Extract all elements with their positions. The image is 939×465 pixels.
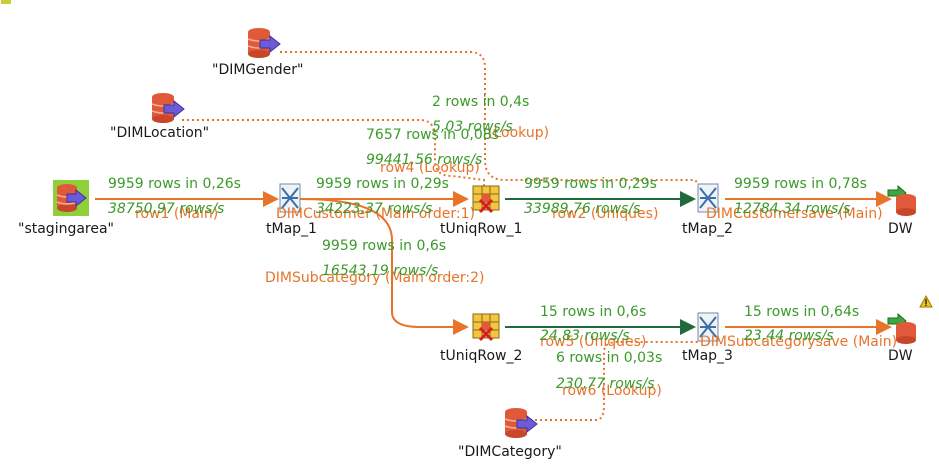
component-label-dimgender[interactable]: "DIMGender": [212, 62, 304, 78]
link-stats-rows: 15 rows in 0,64s: [744, 304, 860, 320]
tmap-icon[interactable]: [279, 183, 301, 213]
database-input-icon[interactable]: [151, 93, 185, 123]
tmap-icon[interactable]: [697, 312, 719, 342]
database-input-icon[interactable]: [504, 408, 538, 438]
link-stats-rate: 5,03 rows/s: [432, 119, 513, 135]
tuniqrow-icon[interactable]: [472, 313, 500, 342]
database-input-icon[interactable]: [247, 28, 281, 58]
warning-icon[interactable]: [919, 294, 933, 308]
link-stats-rate: 34223,37 rows/s: [316, 201, 433, 217]
component-label-dw1[interactable]: DW: [888, 221, 913, 237]
component-label-tmap2[interactable]: tMap_2: [682, 221, 733, 237]
link-name-label: DIMSubcategory (Main order:2): [265, 270, 485, 286]
component-label-dw2[interactable]: DW: [888, 348, 913, 364]
component-label-dimcategory[interactable]: "DIMCategory": [458, 444, 562, 460]
link-stats-rows: 9959 rows in 0,29s: [316, 176, 449, 192]
link-stats-rows: 9959 rows in 0,26s: [108, 176, 241, 192]
link-stats-rows: 6 rows in 0,03s: [556, 350, 663, 366]
link-name-label: DIMCustomersave (Main): [706, 206, 883, 222]
link-stats-rate: 16543,19 rows/s: [322, 263, 439, 279]
link-dimsubcategory[interactable]: [299, 198, 469, 335]
link-name-label: DIMSubcategorysave (Main): [700, 334, 898, 350]
link-stats-rows: 9959 rows in 0,29s: [524, 176, 657, 192]
link-name-label: row4 (Lookup): [380, 160, 480, 176]
link-stats-rate: 99441,56 rows/s: [366, 152, 483, 168]
tmap-icon[interactable]: [697, 183, 719, 213]
link-name-label: row2 (Uniques): [552, 206, 659, 222]
canvas-corner-marker: [1, 0, 11, 4]
link-stats-rows: 7657 rows in 0,08s: [366, 127, 499, 143]
link-stats-rows: 9959 rows in 0,6s: [322, 238, 447, 254]
component-label-tmap3[interactable]: tMap_3: [682, 348, 733, 364]
link-stats-rate: 230,77 rows/s: [556, 376, 655, 392]
tuniqrow-icon[interactable]: [472, 185, 500, 214]
component-label-tmap1[interactable]: tMap_1: [266, 221, 317, 237]
link-stats-rows: 15 rows in 0,6s: [540, 304, 647, 320]
link-name-label: row6 (Lookup): [562, 383, 662, 399]
link-gender-lookup[interactable]: [280, 51, 706, 193]
component-label-tuniq2[interactable]: tUniqRow_2: [440, 348, 523, 364]
component-label-tuniq1[interactable]: tUniqRow_1: [440, 221, 523, 237]
link-name-label: DIMCustomer (Main order:1): [276, 206, 475, 222]
database-output-icon[interactable]: [887, 184, 916, 216]
database-output-icon[interactable]: [887, 312, 916, 344]
link-stats-rows: 2 rows in 0,4s: [432, 94, 530, 110]
link-stats-rate: 24,83 rows/s: [540, 328, 630, 344]
component-label-dimlocation[interactable]: "DIMLocation": [110, 125, 210, 141]
link-stats-rate: 38750,97 rows/s: [108, 201, 225, 217]
link-stats-rate: 23,44 rows/s: [744, 328, 834, 344]
link-name-label: row5 (Uniques): [540, 334, 647, 350]
link-stats-rows: 9959 rows in 0,78s: [734, 176, 867, 192]
link-stats-rate: 12784,34 rows/s: [734, 201, 851, 217]
component-label-stagingarea[interactable]: "stagingarea": [18, 221, 114, 237]
link-name-label: (Lookup): [488, 125, 550, 141]
link-row4-lookup[interactable]: [182, 119, 485, 190]
link-stats-rate: 33989,76 rows/s: [524, 201, 641, 217]
database-input-icon[interactable]: [53, 180, 89, 216]
link-name-label: row1 (Main): [135, 206, 219, 222]
